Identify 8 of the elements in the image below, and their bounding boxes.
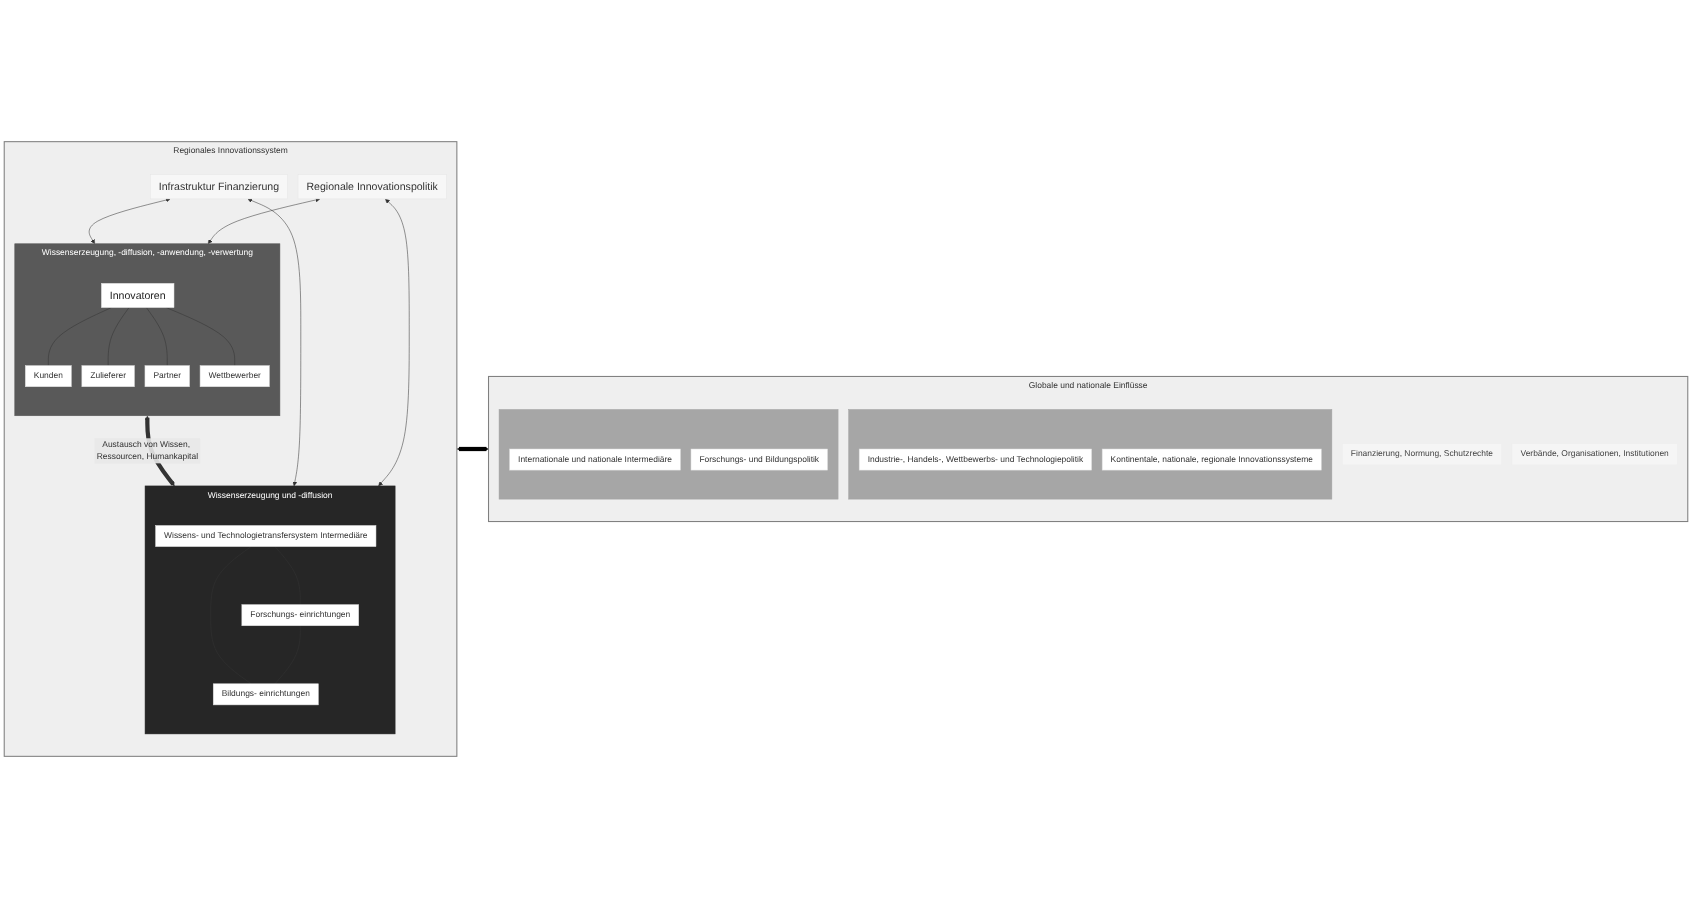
connector [210,546,252,685]
connector [48,307,112,366]
cluster [848,409,1333,500]
arrow [456,446,489,452]
cluster [498,409,839,500]
connector [107,307,130,366]
connector [166,307,235,366]
connector [146,307,168,366]
